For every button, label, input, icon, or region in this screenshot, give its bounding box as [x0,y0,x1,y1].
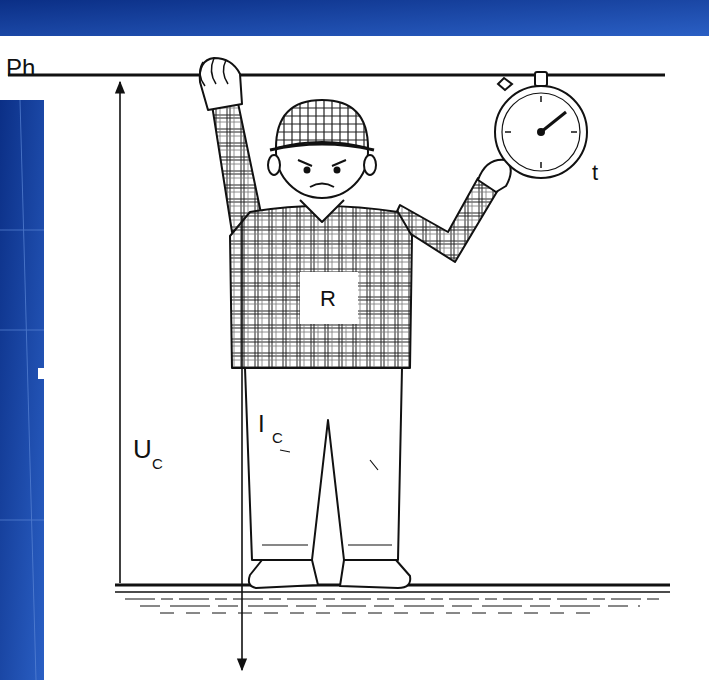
time-symbol: t [592,162,598,184]
voltage-arrow [119,82,121,583]
shirt [230,206,412,368]
cap [276,100,368,148]
hand [478,160,511,192]
current-arrow [241,216,243,670]
current-symbol: I [258,412,265,436]
resistance-symbol: R [320,288,336,310]
phase-label: Ph [6,56,35,80]
hand [200,58,242,110]
shoe [249,560,318,588]
slide-lines [0,100,44,680]
voltage-subscript: C [152,456,163,471]
voltage-symbol: U [133,436,152,462]
phase-conductor [8,74,665,77]
shoe [340,560,410,588]
slide-bullet [38,368,49,379]
slide-band [0,0,709,36]
person [200,58,511,588]
current-subscript: C [272,430,283,445]
stopwatch [495,72,587,178]
slide-band [0,100,44,680]
ground [115,585,670,613]
trousers [245,368,402,560]
